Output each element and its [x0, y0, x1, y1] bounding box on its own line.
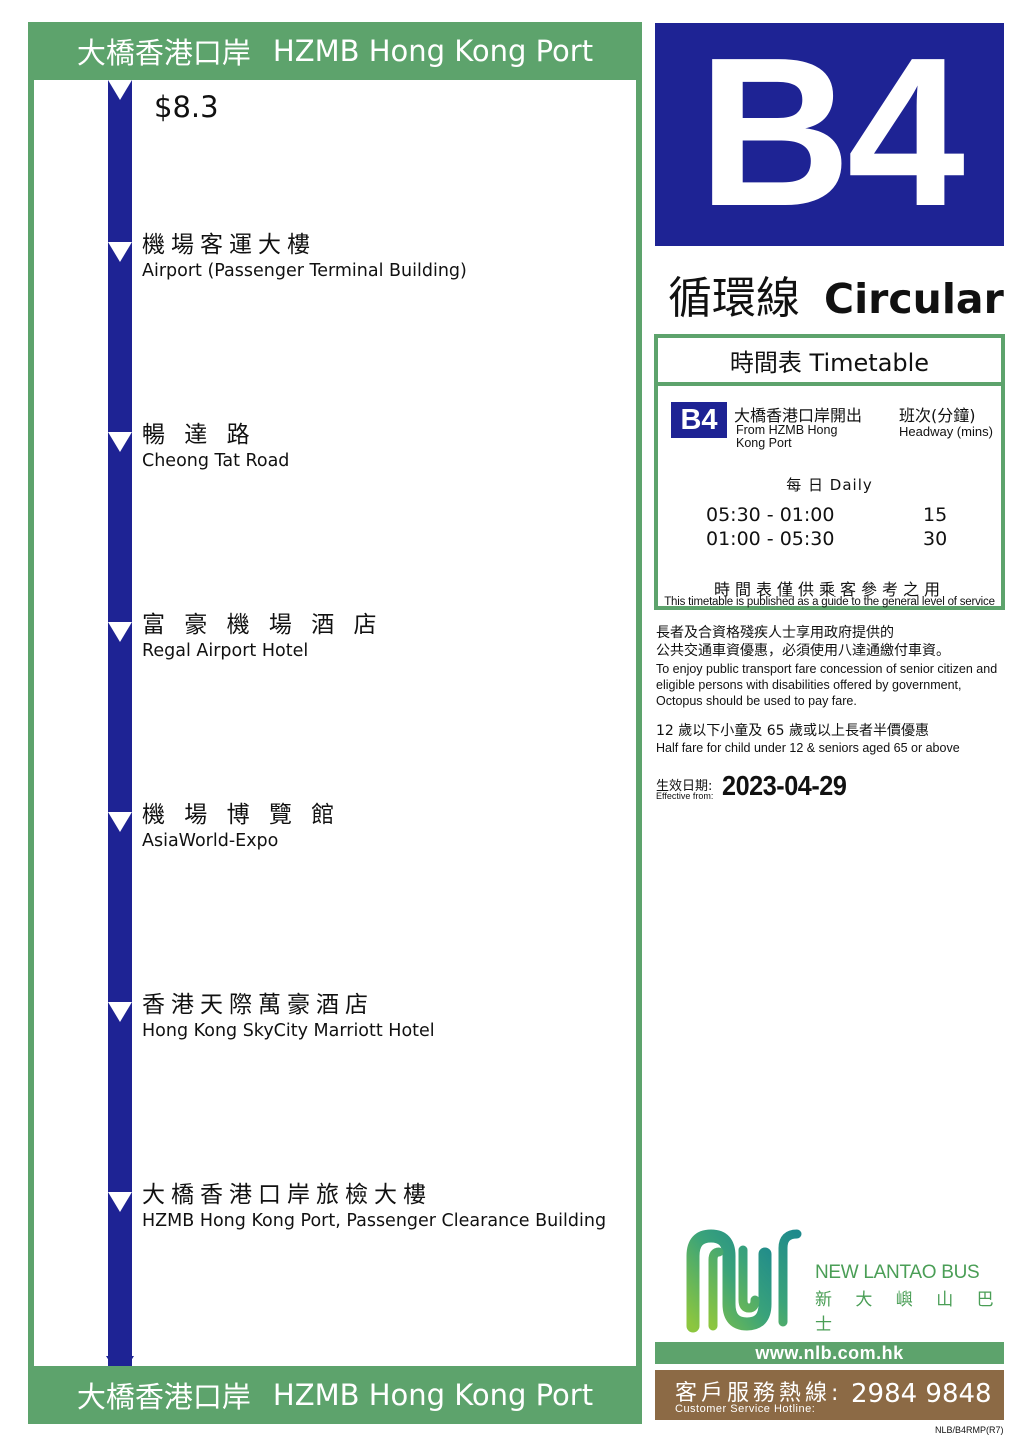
stop-name-en: HZMB Hong Kong Port, Passenger Clearance… — [142, 1211, 607, 1231]
website-link[interactable]: www.nlb.com.hk — [655, 1342, 1004, 1364]
timetable-from-en: From HZMB Hong Kong Port — [736, 423, 838, 450]
origin-name-en: HZMB Hong Kong Port — [272, 34, 594, 68]
route-type-zh: 循環線 — [668, 273, 800, 324]
concession-zh-line2: 公共交通車資優惠，必須使用八達通繳付車資。 — [656, 643, 950, 659]
stop-name-zh: 大橋香港口岸旅檢大樓 — [142, 1182, 432, 1208]
route-header: 大橋香港口岸 HZMB Hong Kong Port — [28, 22, 642, 80]
stop-item: 暢 達 路 Cheong Tat Road — [142, 420, 289, 472]
concession-notice: 長者及合資格殘疾人士享用政府提供的 公共交通車資優惠，必須使用八達通繳付車資。 … — [656, 624, 1008, 709]
brand-name-en: NEW LANTAO BUS — [815, 1262, 980, 1283]
down-arrow-icon — [108, 622, 132, 642]
down-arrow-icon — [108, 80, 132, 100]
stop-name-zh: 香港天際萬豪酒店 — [142, 992, 374, 1018]
brand-name-zh: 新 大 嶼 山 巴 士 — [815, 1290, 1003, 1335]
down-arrow-icon — [108, 812, 132, 832]
timetable-period: 05:30 - 01:00 — [706, 504, 835, 526]
timetable-period: 01:00 - 05:30 — [706, 528, 835, 550]
destination-name-en: HZMB Hong Kong Port — [272, 1378, 594, 1412]
route-type-en: Circular — [824, 275, 1004, 323]
timetable-note-zh: 時間表僅供乘客參考之用 — [713, 580, 945, 599]
timetable-from-zh: 大橋香港口岸開出 — [734, 406, 863, 425]
effective-date: 2023-04-29 — [722, 770, 847, 801]
timetable-title: 時間表 Timetable — [658, 338, 1001, 386]
timetable-box: 時間表 Timetable B4 大橋香港口岸開出 From HZMB Hong… — [654, 334, 1005, 610]
route-footer: 大橋香港口岸 HZMB Hong Kong Port — [28, 1366, 642, 1424]
timetable-daily-label: 每 日 Daily — [786, 476, 873, 494]
hotline-number: 2984 9848 — [851, 1379, 992, 1409]
stop-name-en: Airport (Passenger Terminal Building) — [142, 261, 467, 281]
half-fare-en: Half fare for child under 12 & seniors a… — [656, 741, 960, 755]
stop-name-en: AsiaWorld-Expo — [142, 831, 279, 851]
nlb-logo-icon — [686, 1229, 802, 1333]
route-type: 循環線 Circular — [668, 262, 1004, 326]
stop-item: 大橋香港口岸旅檢大樓 HZMB Hong Kong Port, Passenge… — [142, 1180, 606, 1232]
destination-name-zh: 大橋香港口岸 — [76, 1380, 251, 1414]
origin-name-zh: 大橋香港口岸 — [76, 36, 251, 70]
document-code: NLB/B4RMP(R7) — [935, 1425, 1004, 1435]
stop-item: 機 場 博 覽 館 AsiaWorld-Expo — [142, 800, 340, 852]
stop-name-zh: 富 豪 機 場 酒 店 — [142, 612, 383, 638]
concession-en: To enjoy public transport fare concessio… — [656, 662, 998, 708]
fare: $8.3 — [154, 90, 219, 124]
timetable-note-en: This timetable is published as a guide t… — [664, 596, 995, 608]
timetable-headway: 30 — [923, 528, 948, 550]
stop-name-en: Regal Airport Hotel — [142, 641, 309, 661]
hotline-label-en: Customer Service Hotline: — [675, 1403, 816, 1415]
headway-label-zh: 班次(分鐘) — [899, 406, 976, 425]
down-arrow-icon — [108, 242, 132, 262]
hotline-label-zh: 客戶服務熱線: — [675, 1381, 843, 1406]
timetable-headway: 15 — [923, 504, 948, 526]
route-number: B4 — [697, 12, 965, 250]
half-fare-zh: 12 歲以下小童及 65 歲或以上長者半價優惠 — [656, 723, 929, 739]
stop-item: 香港天際萬豪酒店 Hong Kong SkyCity Marriott Hote… — [142, 990, 435, 1042]
route-number-badge: B4 — [655, 23, 1004, 246]
effective-label-zh: 生效日期: — [656, 779, 713, 794]
stop-name-zh: 暢 達 路 — [142, 422, 256, 448]
stop-item: 機場客運大樓 Airport (Passenger Terminal Build… — [142, 230, 467, 282]
route-line — [108, 80, 132, 1366]
down-arrow-icon — [108, 432, 132, 452]
stop-name-zh: 機場客運大樓 — [142, 232, 316, 258]
down-arrow-icon — [108, 1192, 132, 1212]
half-fare-notice: 12 歲以下小童及 65 歲或以上長者半價優惠 Half fare for ch… — [656, 722, 1008, 756]
effective-label-en: Effective from: — [656, 791, 714, 801]
stop-name-zh: 機 場 博 覽 館 — [142, 802, 341, 828]
stop-item: 富 豪 機 場 酒 店 Regal Airport Hotel — [142, 610, 383, 662]
timetable-route-badge: B4 — [671, 402, 727, 438]
stop-name-en: Hong Kong SkyCity Marriott Hotel — [142, 1021, 435, 1041]
concession-zh-line1: 長者及合資格殘疾人士享用政府提供的 — [656, 625, 894, 641]
down-arrow-icon — [108, 1002, 132, 1022]
headway-label-en: Headway (mins) — [899, 424, 993, 439]
route-panel: 大橋香港口岸 HZMB Hong Kong Port $8.3 機場客運大樓 A… — [28, 22, 642, 1424]
hotline-banner: 客戶服務熱線: Customer Service Hotline: 2984 9… — [655, 1370, 1004, 1420]
stop-name-en: Cheong Tat Road — [142, 451, 290, 471]
